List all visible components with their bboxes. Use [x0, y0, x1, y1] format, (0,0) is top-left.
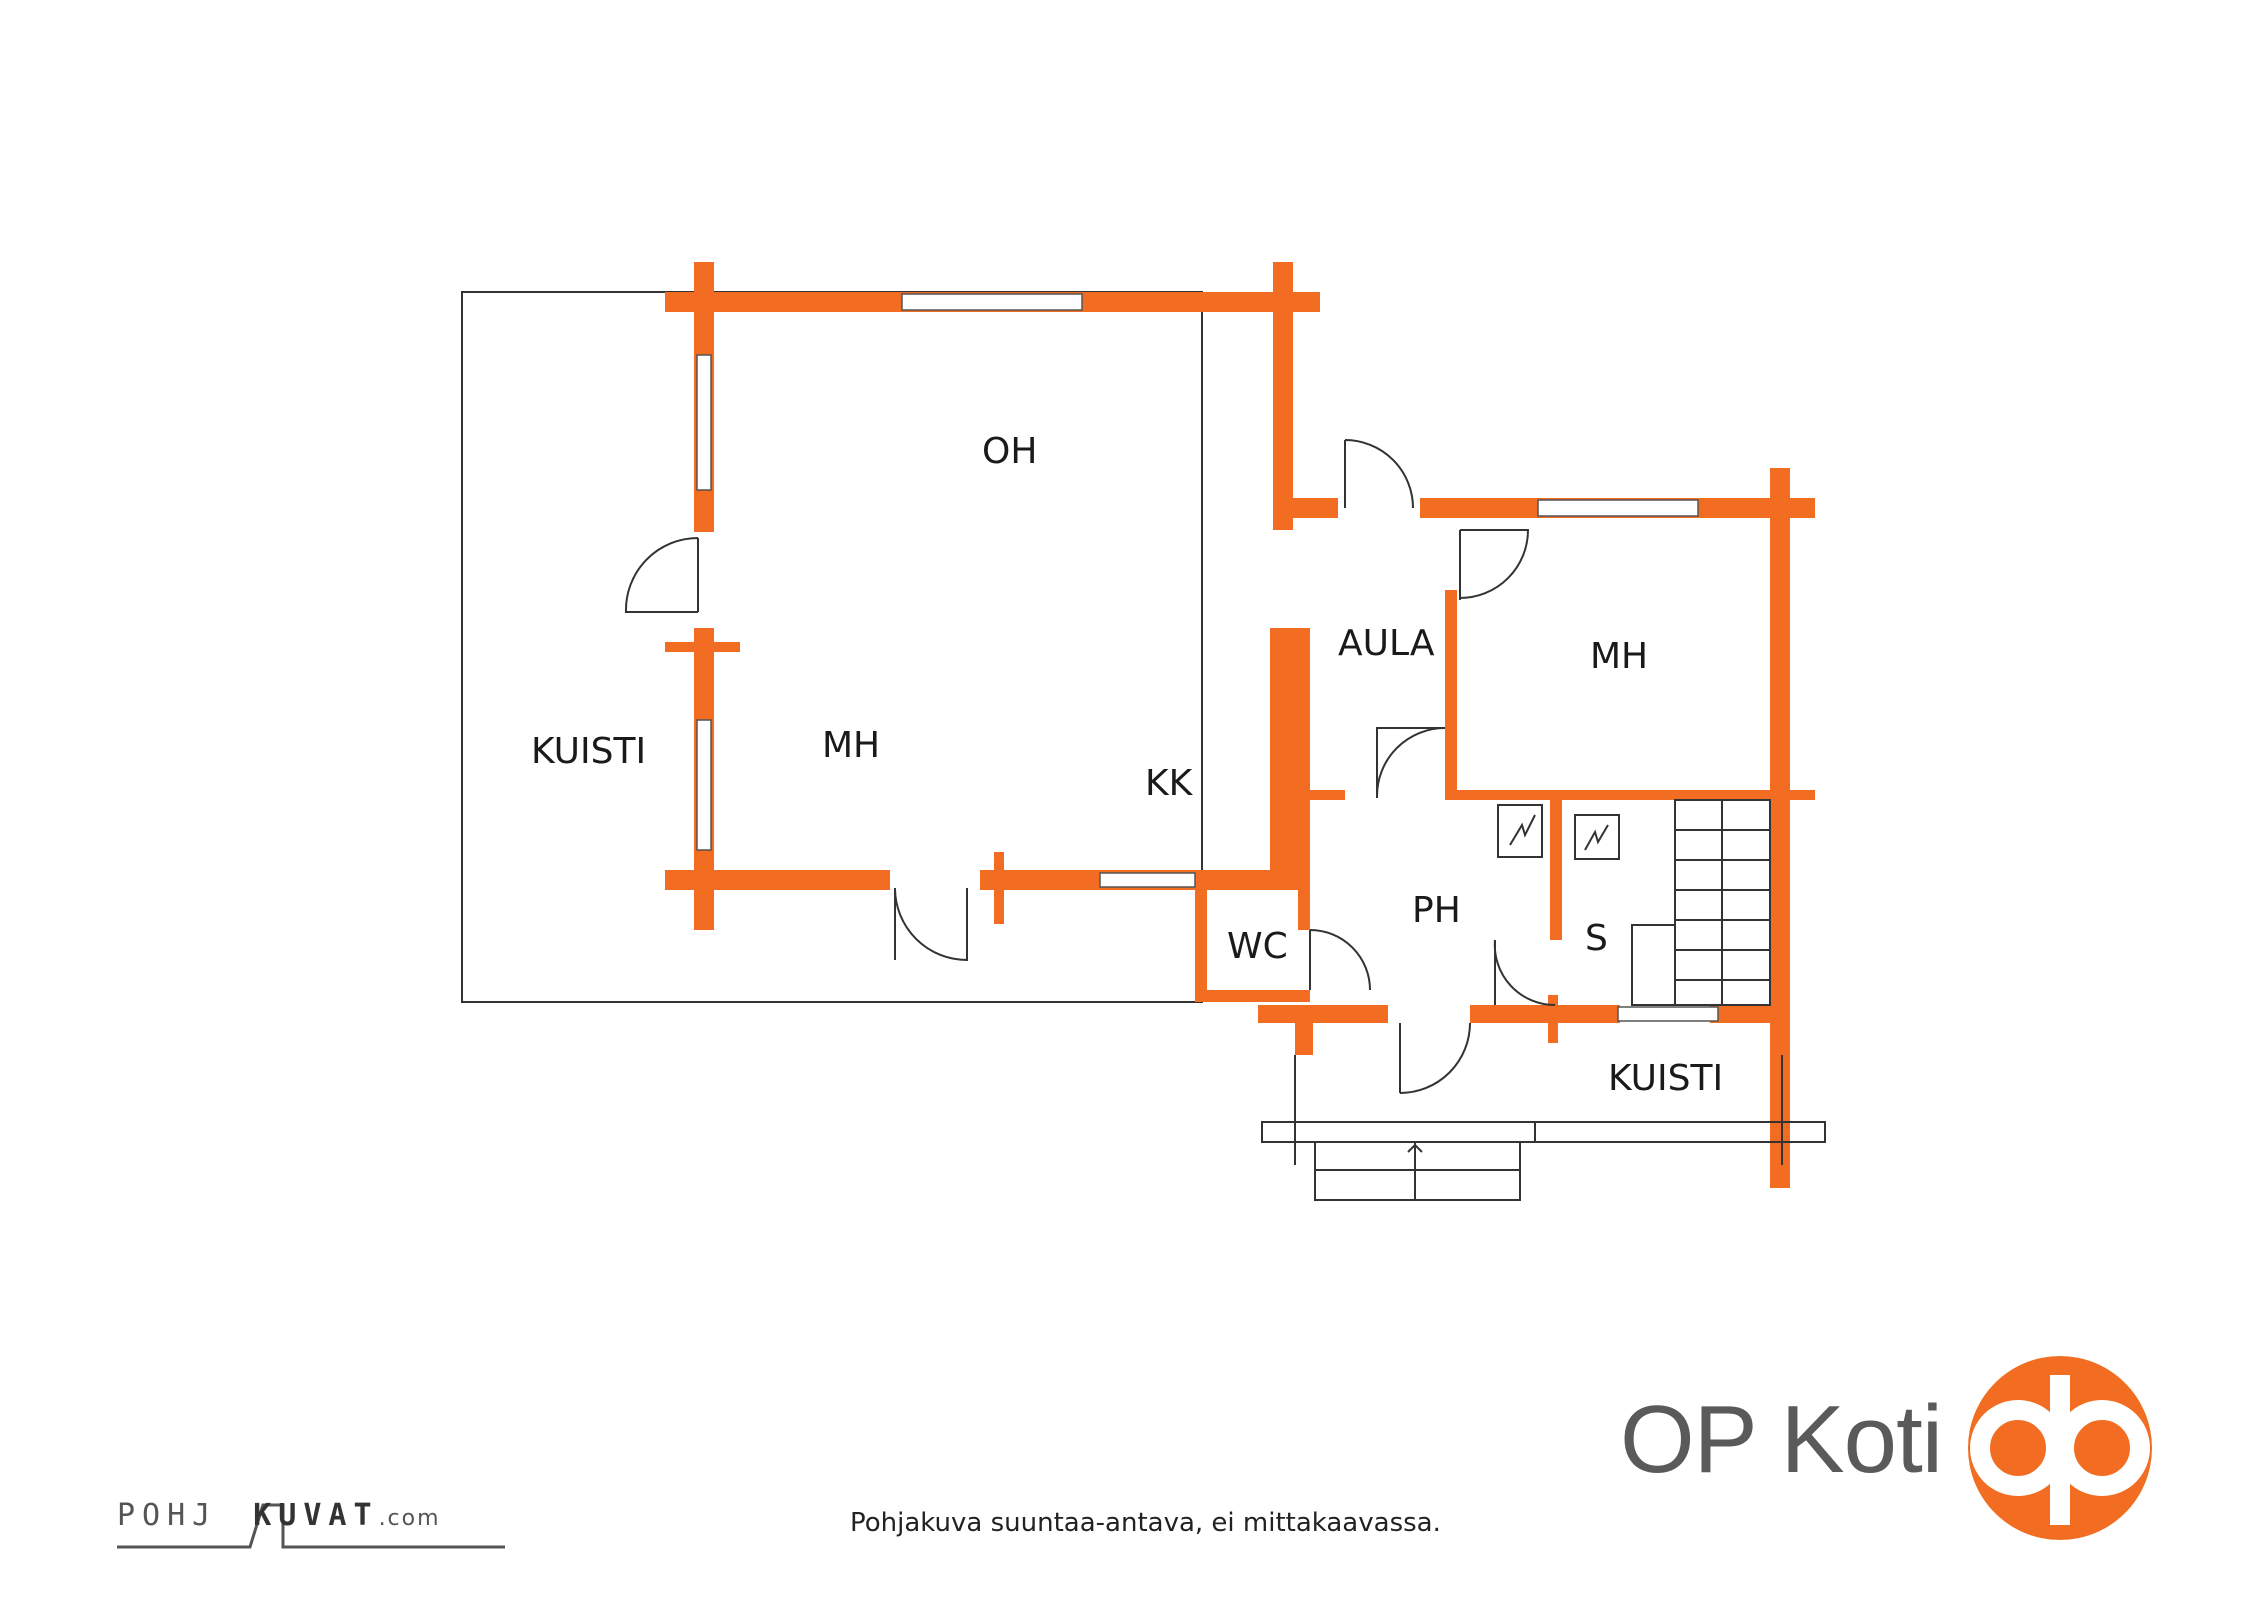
room-label-kuisti-bottom: KUISTI	[1608, 1058, 1723, 1099]
room-labels: OH MH KUISTI KK AULA MH WC PH S KUISTI	[531, 431, 1723, 1099]
doors	[624, 439, 1556, 1094]
room-label-wc: WC	[1227, 926, 1288, 967]
room-label-aula: AULA	[1338, 623, 1435, 664]
room-label-kuisti-left: KUISTI	[531, 731, 646, 772]
disclaimer-text: Pohjakuva suuntaa-antava, ei mittakaavas…	[850, 1508, 1441, 1538]
left-porch-outline	[461, 291, 1203, 1003]
source-logo-suffix: .com	[378, 1506, 441, 1531]
bottom-porch	[1261, 1055, 1826, 1201]
stairs	[1631, 799, 1771, 1006]
room-label-s: S	[1585, 918, 1608, 959]
op-logo	[1968, 1356, 2152, 1540]
brand-name: OP Koti	[1620, 1386, 1943, 1493]
source-logo: POHJ KUVAT.com	[117, 1498, 441, 1533]
room-label-mh-right: MH	[1590, 636, 1648, 677]
room-label-ph: PH	[1412, 890, 1461, 931]
room-label-oh: OH	[982, 431, 1037, 472]
source-logo-part2: KUVAT	[253, 1498, 379, 1533]
windows	[696, 293, 1719, 1022]
source-logo-underline	[117, 1503, 505, 1549]
electrical-panels	[1497, 804, 1620, 860]
walls	[665, 262, 1815, 1188]
source-logo-part1: POHJ	[117, 1498, 218, 1533]
room-label-kk: KK	[1145, 763, 1194, 804]
room-label-mh-left: MH	[822, 725, 880, 766]
